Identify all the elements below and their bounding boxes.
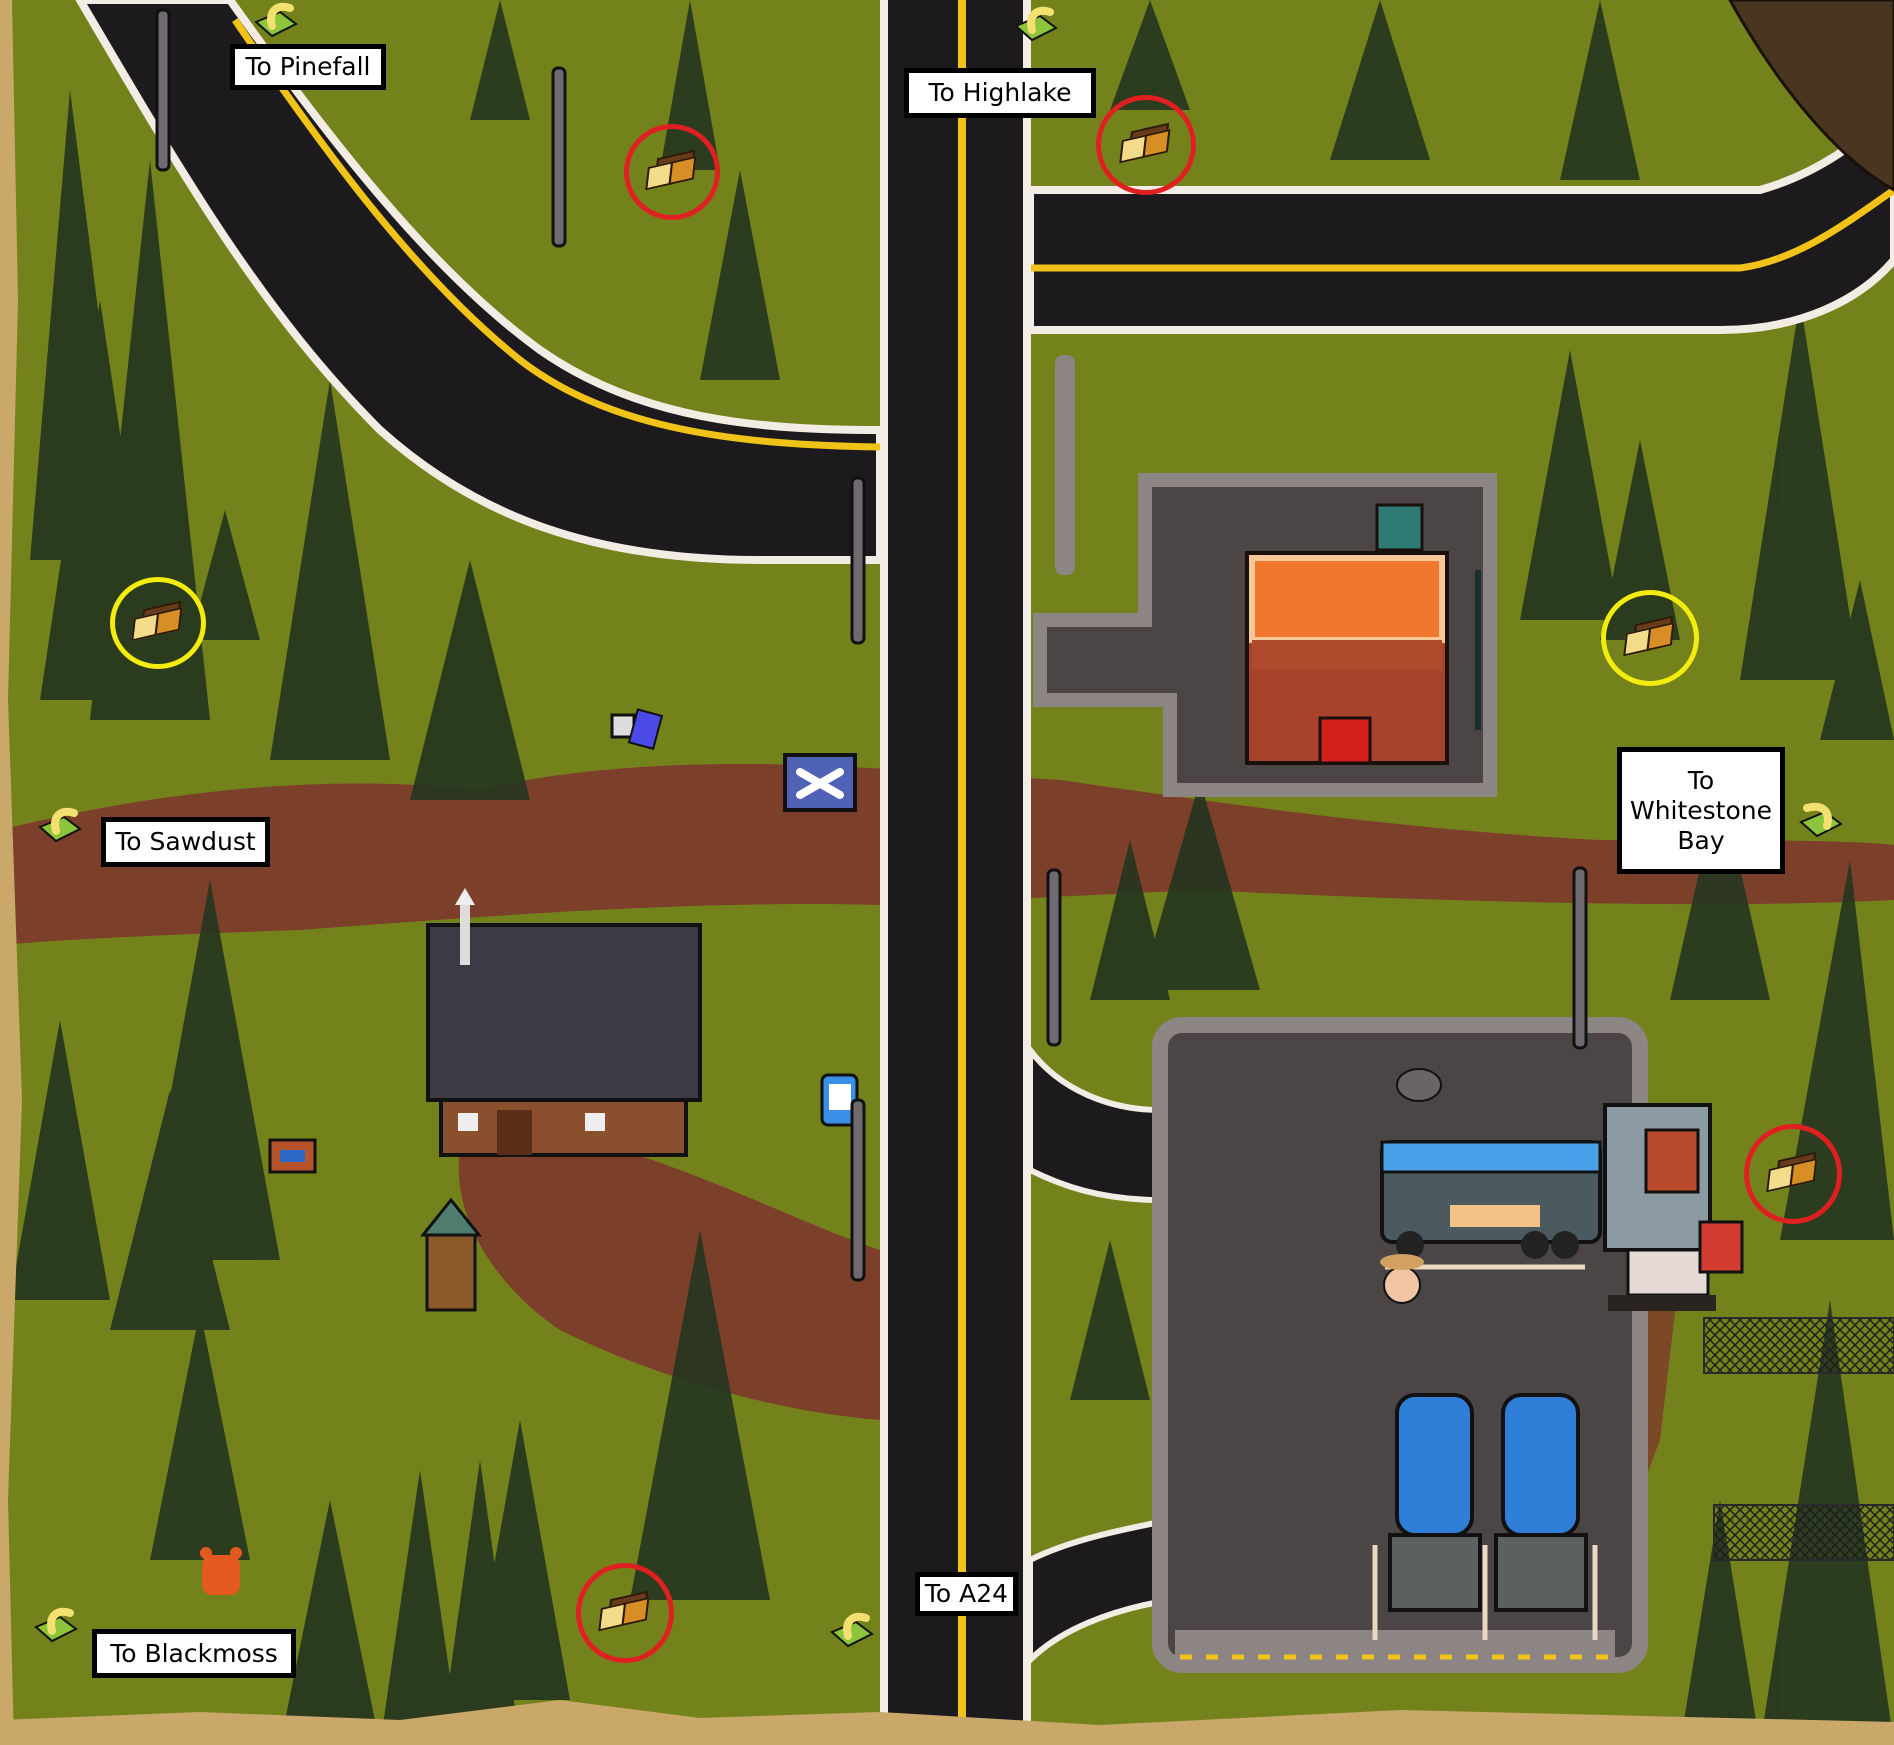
- tree: [150, 1310, 250, 1560]
- truck-icon: [1388, 1393, 1482, 1612]
- bus-stop-sign-icon: [820, 1073, 859, 1127]
- store-wall: [1475, 570, 1481, 730]
- label-to-blackmoss: To Blackmoss: [92, 1629, 296, 1678]
- bear-icon: [200, 1547, 242, 1595]
- road-pinefall: [75, 0, 884, 564]
- travel-arrow-icon[interactable]: [250, 0, 304, 40]
- tree: [1600, 440, 1680, 640]
- depot-curb: [1175, 1630, 1615, 1658]
- tree: [380, 1470, 460, 1745]
- label-to-highlake: To Highlake: [904, 68, 1096, 118]
- tree: [1670, 780, 1770, 1000]
- forest-trees: [10, 0, 1894, 1745]
- chain-fence-icon: [1703, 1317, 1894, 1561]
- travel-arrow-icon[interactable]: [826, 1610, 880, 1650]
- store-building-icon: [1245, 503, 1449, 765]
- paper-edge-bottom: [0, 1700, 1894, 1745]
- sidewalk: [1055, 355, 1075, 575]
- travel-arrow-icon[interactable]: [1795, 800, 1849, 840]
- street-lamp-icon: [155, 8, 1588, 1282]
- toolbox-icon: [1698, 1220, 1744, 1274]
- lumber-crate-icon: [131, 600, 185, 644]
- tree: [1520, 350, 1620, 620]
- crate-marker-yellow[interactable]: [1601, 590, 1699, 686]
- tree: [1680, 1500, 1760, 1745]
- bone-sign-icon: [783, 753, 857, 812]
- workbench-icon: [268, 1138, 317, 1174]
- tree: [1330, 0, 1430, 160]
- tree: [470, 0, 530, 120]
- label-to-sawdust: To Sawdust: [101, 817, 270, 867]
- tree: [1820, 580, 1894, 740]
- backpack-icon: [610, 708, 664, 751]
- crate-marker-red[interactable]: [576, 1563, 674, 1663]
- travel-arrow-icon[interactable]: [30, 1605, 84, 1645]
- cabin-icon: [426, 888, 702, 1157]
- tree: [1560, 0, 1640, 180]
- lumber-crate-icon: [1623, 615, 1677, 659]
- lumber-crate-icon: [1119, 122, 1173, 166]
- lumber-crate-icon: [598, 1590, 652, 1634]
- crate-marker-red[interactable]: [1744, 1124, 1842, 1224]
- crate-marker-red[interactable]: [624, 124, 720, 220]
- tree: [1140, 780, 1260, 990]
- tree: [10, 1020, 110, 1300]
- lumber-crate-icon: [645, 149, 699, 193]
- travel-arrow-icon[interactable]: [1010, 4, 1064, 44]
- label-to-a24: To A24: [915, 1572, 1018, 1616]
- crate-marker-yellow[interactable]: [110, 577, 206, 669]
- tree: [470, 1420, 570, 1700]
- road-highlake-center: [1030, 187, 1894, 272]
- tree: [630, 1230, 770, 1600]
- tree: [280, 1500, 380, 1745]
- truck-icon: [1494, 1393, 1588, 1612]
- tree: [1090, 840, 1170, 1000]
- tree: [110, 1090, 230, 1330]
- road-pinefall-center: [232, 18, 881, 451]
- label-to-pinefall: To Pinefall: [230, 44, 386, 90]
- npc-farmer-icon: [1380, 1254, 1424, 1304]
- wolf-icon: [1396, 1068, 1442, 1102]
- label-to-whitestone-bay: To Whitestone Bay: [1617, 747, 1785, 874]
- tree-log-icon: [1728, 0, 1894, 192]
- tree: [190, 510, 260, 640]
- outhouse-icon: [419, 1197, 483, 1312]
- lumber-crate-icon: [1766, 1151, 1820, 1195]
- tree: [700, 170, 780, 380]
- tree: [410, 560, 530, 800]
- tree: [270, 380, 390, 760]
- bus-icon: [1380, 1140, 1602, 1259]
- main-road: [880, 0, 1030, 1745]
- crate-marker-red[interactable]: [1096, 95, 1196, 195]
- dirt-patch: [458, 1135, 880, 1420]
- tree: [1070, 1240, 1150, 1400]
- travel-arrow-icon[interactable]: [34, 805, 88, 845]
- tree: [1740, 300, 1860, 680]
- guard-booth-icon: [1603, 1103, 1744, 1311]
- paper-edge-left: [0, 0, 22, 1745]
- tree: [1110, 0, 1190, 110]
